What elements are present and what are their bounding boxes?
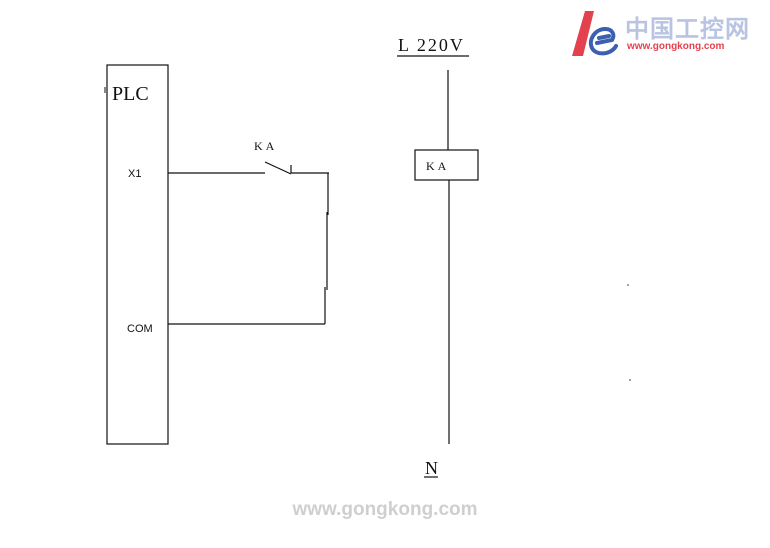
- gongkong-logo: 中国工控网 www.gongkong.com: [572, 11, 750, 56]
- stray-dot: [627, 284, 629, 286]
- plc-label: PLC: [112, 83, 149, 105]
- plc-box: [106, 64, 169, 445]
- line-220v-label: L 220V: [398, 35, 465, 55]
- watermark-text: www.gongkong.com: [291, 499, 477, 520]
- ka-contact-blade: [264, 161, 292, 175]
- terminal-x1-label: X1: [128, 168, 141, 180]
- logo-url-text: www.gongkong.com: [626, 41, 725, 52]
- stray-dot: [629, 379, 631, 381]
- ka-coil-box: [414, 149, 479, 181]
- neutral-label: N: [425, 458, 438, 478]
- logo-i-mark: [572, 11, 594, 56]
- logo-cn-text: 中国工控网: [625, 15, 750, 43]
- ka-coil-label: KA: [426, 159, 449, 173]
- terminal-com-label: COM: [127, 323, 153, 335]
- ka-contact-label: KA: [254, 139, 277, 153]
- logo-e-mark: [588, 26, 618, 56]
